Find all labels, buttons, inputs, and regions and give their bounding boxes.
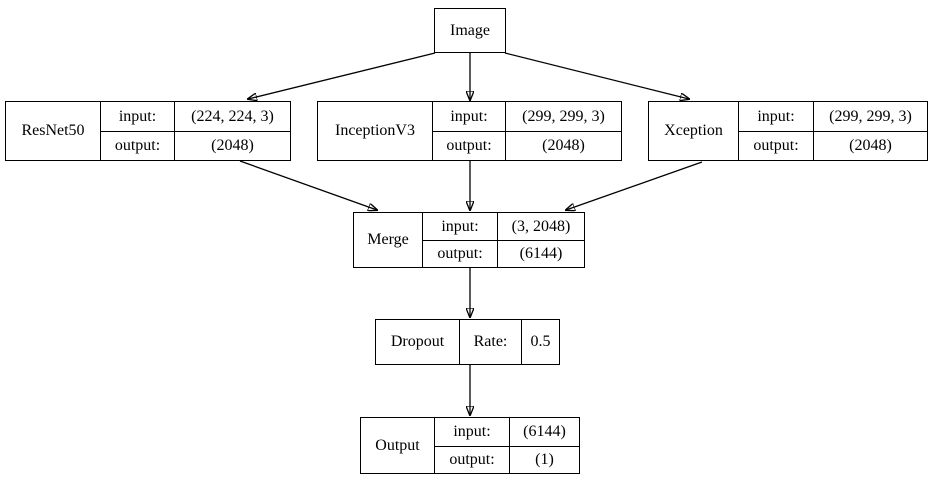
edge-image-xception <box>504 52 689 99</box>
node-merge-name: Merge <box>367 231 409 248</box>
edge-xception-merge <box>566 161 703 210</box>
node-resnet50-input-value: (224, 224, 3) <box>174 102 290 131</box>
node-xception: Xception input: (299, 299, 3) output: (2… <box>648 101 928 161</box>
node-image-label: Image <box>450 21 490 39</box>
node-resnet50: ResNet50 input: (224, 224, 3) output: (2… <box>5 101 291 161</box>
node-inceptionv3: InceptionV3 input: (299, 299, 3) output:… <box>317 101 622 161</box>
node-merge: Merge input: (3, 2048) output: (6144) <box>353 212 585 268</box>
node-dropout-rate-value: 0.5 <box>521 320 559 364</box>
node-resnet50-output-label: output: <box>100 131 174 160</box>
node-xception-input-label: input: <box>738 102 813 131</box>
node-inceptionv3-output-label: output: <box>432 131 505 160</box>
node-merge-output-label: output: <box>422 240 497 267</box>
node-xception-output-value: (2048) <box>813 131 927 160</box>
node-output-input-label: input: <box>434 418 509 446</box>
node-output-name: Output <box>375 436 420 454</box>
node-inceptionv3-input-label: input: <box>432 102 505 131</box>
node-merge-output-value: (6144) <box>497 240 584 267</box>
node-dropout-rate-label: Rate: <box>459 320 521 364</box>
node-inceptionv3-name: InceptionV3 <box>335 122 415 139</box>
node-merge-input-label: input: <box>422 213 497 240</box>
node-output-input-value: (6144) <box>509 418 579 446</box>
node-output: Output input: (6144) output: (1) <box>360 417 580 474</box>
node-resnet50-input-label: input: <box>100 102 174 131</box>
node-inceptionv3-output-value: (2048) <box>505 131 621 160</box>
node-resnet50-output-value: (2048) <box>174 131 290 160</box>
node-dropout-name: Dropout <box>390 333 445 350</box>
node-output-output-label: output: <box>434 445 509 473</box>
edge-resnet50-merge <box>239 160 377 210</box>
node-xception-name: Xception <box>664 122 723 139</box>
node-image: Image <box>434 8 506 53</box>
node-inceptionv3-input-value: (299, 299, 3) <box>505 102 621 131</box>
node-merge-input-value: (3, 2048) <box>497 213 584 240</box>
edge-image-resnet50 <box>248 52 436 99</box>
node-output-output-value: (1) <box>509 445 579 473</box>
node-dropout: Dropout Rate: 0.5 <box>375 319 560 365</box>
node-resnet50-name: ResNet50 <box>21 122 85 139</box>
node-xception-input-value: (299, 299, 3) <box>813 102 927 131</box>
node-xception-output-label: output: <box>738 131 813 160</box>
